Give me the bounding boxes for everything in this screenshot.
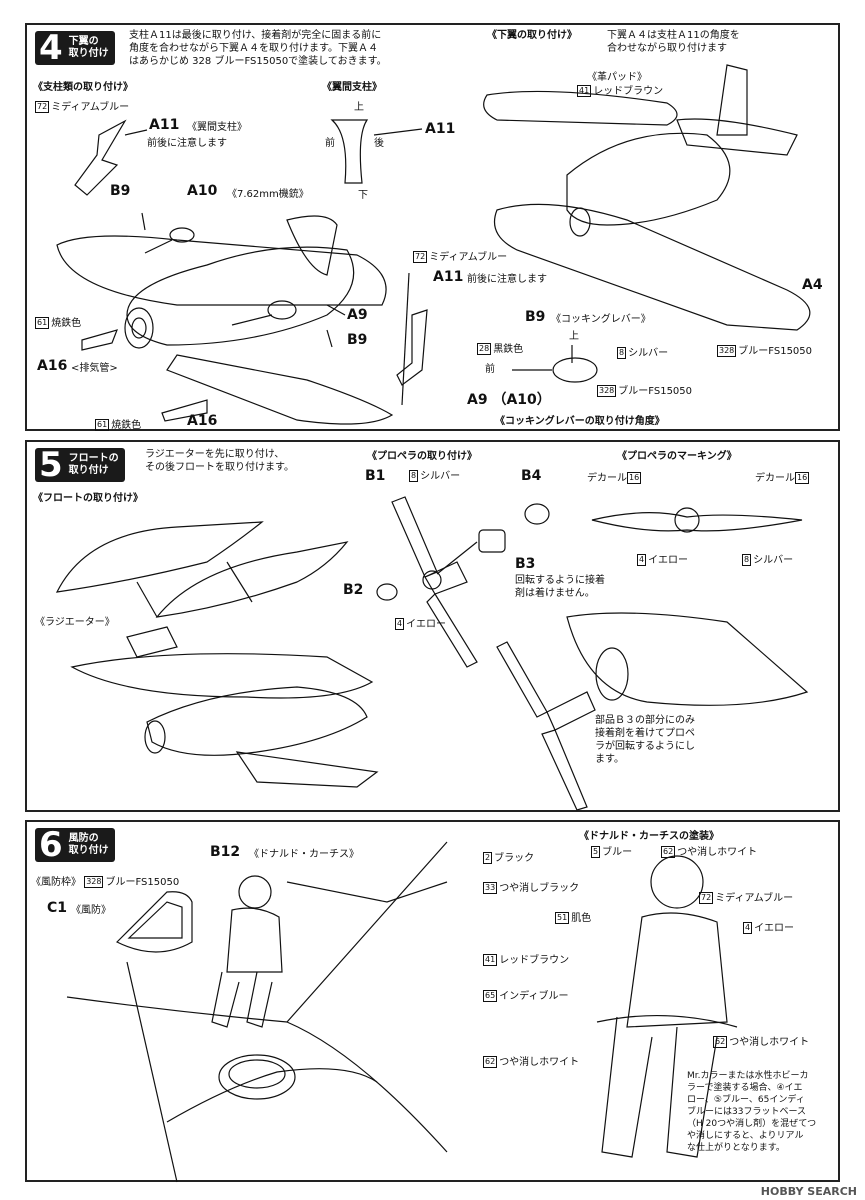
step5-drawing: [55, 496, 809, 811]
part-c1: C1: [47, 900, 68, 916]
part-b9-cocking: B9: [525, 309, 546, 325]
watermark: HOBBY SEARCH: [760, 1185, 857, 1198]
part-a11: A11: [149, 117, 180, 133]
part-b2: B2: [343, 582, 364, 598]
prop-heading: 《プロペラの取り付け》: [367, 451, 477, 462]
lower-wing-note: 下翼Ａ４は支柱Ａ11の角度を 合わせながら取り付けます: [607, 30, 740, 54]
struts-heading: 《支柱類の取り付け》: [33, 82, 133, 93]
c1-desc: 《風防》: [71, 905, 111, 916]
curtis-heading: 《ドナルド・カーチスの塗装》: [579, 831, 719, 842]
label-front: 前: [325, 138, 335, 149]
part-b9: B9: [110, 183, 131, 199]
radiator-label: 《ラジエーター》: [35, 617, 115, 628]
a11-desc: 《翼間支柱》: [187, 122, 247, 133]
part-a9: A9: [347, 307, 368, 323]
label-up: 上: [354, 102, 364, 113]
part-b12: B12: [210, 844, 241, 860]
step4-instruction: 支柱Ａ11は最後に取り付け、接着剤が完全に固まる前に 角度を合わせながら下翼Ａ４…: [129, 30, 387, 67]
step6-drawing: [66, 841, 738, 1183]
cocking-lever: 《コッキングレバー》: [551, 314, 651, 325]
label-up-2: 上: [569, 331, 579, 342]
a11-right-note: 前後に注意します: [467, 274, 547, 285]
part-a16-lower: A16: [187, 413, 218, 429]
a10-desc: 《7.62mm機銃》: [227, 189, 309, 200]
float-heading: 《フロートの取り付け》: [33, 493, 143, 504]
part-b1: B1: [365, 468, 386, 484]
step4-header: 4 下翼の 取り付け: [35, 31, 115, 65]
a16-desc: <排気管>: [71, 363, 118, 374]
part-b4: B4: [521, 468, 542, 484]
step5-panel: 5 フロートの 取り付け ラジエーターを先に取り付け、 その後フロートを取り付け…: [25, 440, 840, 812]
part-a11-interwing: A11: [425, 121, 456, 137]
label-front-2: 前: [485, 364, 495, 375]
mr-color-note: Mr.カラーまたは水性ホビーカ ラーで塗装する場合、④イエ ロー、⑤ブルー、65…: [687, 1071, 817, 1153]
step5-instruction: ラジエーターを先に取り付け、 その後フロートを取り付けます。: [145, 449, 294, 473]
label-back: 後: [374, 138, 384, 149]
cocking-angle: 《コッキングレバーの取り付け角度》: [495, 416, 665, 427]
step6-header: 6 風防の 取り付け: [35, 828, 115, 862]
step4-panel: 4 下翼の 取り付け 支柱Ａ11は最後に取り付け、接着剤が完全に固まる前に 角度…: [25, 23, 840, 431]
step6-panel: 6 風防の 取り付け B: [25, 820, 840, 1183]
label-down: 下: [358, 190, 368, 201]
step5-header: 5 フロートの 取り付け: [35, 448, 125, 482]
b12-desc: 《ドナルド・カーチス》: [249, 849, 359, 860]
marking-heading: 《プロペラのマーキング》: [617, 451, 737, 462]
step4-number: 4: [39, 28, 63, 68]
part-a9-a10: A9 （A10）: [467, 392, 551, 408]
step6-title: 風防の 取り付け: [68, 833, 109, 856]
part-b9-lower: B9: [347, 332, 368, 348]
interwing-heading: 《翼間支柱》: [322, 82, 382, 93]
b3-note: 回転するように接着 剤は着けません。: [515, 575, 605, 599]
lower-wing-heading: 《下翼の取り付け》: [487, 30, 577, 41]
part-a16: A16: [37, 358, 68, 374]
part-a4: A4: [802, 277, 823, 293]
part-a11-right: A11: [433, 269, 464, 285]
part-a10: A10: [187, 183, 218, 199]
a11-note: 前後に注意します: [147, 138, 227, 149]
step5-number: 5: [39, 445, 63, 485]
step5-title: フロートの 取り付け: [68, 453, 119, 476]
prop-note: 部品Ｂ３の部分にのみ 接着剤を着けてプロペ ラが回転するようにし ます。: [595, 715, 695, 765]
leather-pad: 《革パッド》: [587, 72, 647, 83]
step4-title: 下翼の 取り付け: [68, 36, 109, 59]
step6-number: 6: [39, 825, 63, 865]
step4-drawing: [56, 64, 811, 425]
part-b3: B3: [515, 556, 536, 572]
